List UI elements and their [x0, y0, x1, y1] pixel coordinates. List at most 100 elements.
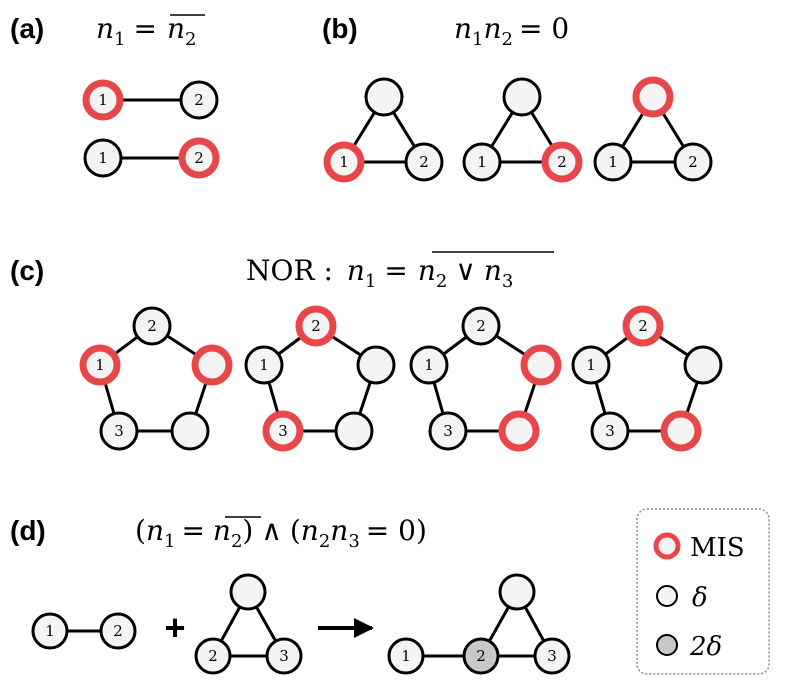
- panel-c-pentagon-2-node-bottom-right: [334, 411, 374, 451]
- panel-a-top-node-1-circle: [82, 79, 124, 121]
- legend-mis-icon: [653, 532, 681, 560]
- panel-c-pentagon-2-node-right: [356, 345, 396, 385]
- panel-c-pentagon-3-node-1-circle: [409, 345, 449, 385]
- panel-a-bottom-node-2-label: 2: [194, 149, 204, 167]
- panel-c-pentagon-1-node-3-label: 3: [114, 422, 124, 440]
- panel-d-triangle-node-3: 3: [265, 637, 303, 675]
- panel-c-pentagon-4-node-1-label: 1: [586, 356, 596, 374]
- panel-c-pentagon-1-node-3: 3: [99, 411, 139, 451]
- panel-c-pentagon-1-node-2-label: 2: [147, 317, 157, 335]
- panel-c-pentagon-1-node-bottom-right: [170, 411, 210, 451]
- panel-a-top-node-2-circle: [179, 80, 219, 120]
- panel-c-pentagon-3-node-right: [520, 344, 562, 386]
- panel-c-pentagon-3-node-3-circle: [428, 411, 468, 451]
- panel-c-pentagon-3-node-bottom-right-circle: [498, 410, 540, 452]
- panel-c-pentagon-4-node-1: 1: [571, 345, 611, 385]
- legend-delta-label: δ: [692, 583, 708, 613]
- panel-c-pentagon-4-node-right-circle: [683, 345, 723, 385]
- panel-c-pentagon-4-node-right: [683, 345, 723, 385]
- panel-c-pentagon-4-node-bottom-right: [660, 410, 702, 452]
- panel-a-bottom-node-1-label: 1: [98, 149, 108, 167]
- panel-d-merged-node-2-circle: [462, 637, 500, 675]
- panel-c-pentagon-2-node-right-circle: [356, 345, 396, 385]
- panel-b-triangle-2-node-top: [502, 77, 542, 117]
- panel-a-top-node-1: 1: [82, 79, 124, 121]
- panel-b-triangle-2-node-2-circle: [541, 141, 583, 183]
- panel-b-triangle-2-node-top-circle: [502, 77, 542, 117]
- panel-c-pentagon-2-node-1-circle: [244, 345, 284, 385]
- panel-b-triangle-1-node-2: 2: [404, 142, 444, 182]
- panel-c-pentagon-4-node-1-circle: [571, 345, 611, 385]
- panel-b-triangle-1-node-top-circle: [364, 77, 404, 117]
- panel-b-triangle-2-node-1: 1: [462, 142, 502, 182]
- panel-c-pentagon-1-node-1: 1: [79, 344, 121, 386]
- legend-2delta-icon: [656, 634, 678, 656]
- panel-c-pentagon-1-node-1-circle: [79, 344, 121, 386]
- panel-c-pentagon-4-node-3-label: 3: [605, 422, 615, 440]
- panel-c-pentagon-4-node-2-circle: [622, 305, 664, 347]
- panel-b-triangle-1-node-1-label: 1: [339, 153, 349, 171]
- panel-c-pentagon-1-node-1-label: 1: [95, 356, 105, 374]
- panel-b-triangle-2-node-2-label: 2: [557, 153, 567, 171]
- panel-b-triangle-1-node-1: 1: [323, 141, 365, 183]
- panel-b-triangle-1-node-2-circle: [404, 142, 444, 182]
- panel-c-pentagon-2-node-1: 1: [244, 345, 284, 385]
- panel-b-label: (b): [322, 13, 358, 44]
- panel-d-triangle-node-2: 2: [194, 637, 232, 675]
- panel-d-triangle-node-3-circle: [265, 637, 303, 675]
- panel-c-pentagon-1-node-right-circle: [191, 344, 233, 386]
- panel-a-top-node-1-label: 1: [98, 91, 108, 109]
- panel-d-merged-node-top: [498, 573, 536, 611]
- legend: MIS δ 2δ: [636, 508, 770, 675]
- panel-b-triangle-3-node-2: 2: [673, 142, 713, 182]
- panel-c-pentagon-4-node-2: 2: [622, 305, 664, 347]
- panel-a-top-node-2-label: 2: [194, 91, 204, 109]
- panel-b-triangle-2-node-1-circle: [462, 142, 502, 182]
- panel-a-bottom-node-2: 2: [178, 137, 220, 179]
- panel-d-triangle-node-2-label: 2: [208, 647, 218, 665]
- panel-b-triangle-2-node-2: 2: [541, 141, 583, 183]
- panel-c-pentagon-3-node-2-label: 2: [476, 317, 486, 335]
- panel-c-pentagon-2-node-2-circle: [295, 305, 337, 347]
- panel-d-pair-node-2: 2: [99, 612, 137, 650]
- legend-delta-icon: [656, 585, 678, 607]
- panel-c-pentagon-1-node-right: [191, 344, 233, 386]
- panel-b-triangle-3-node-top: [632, 76, 674, 118]
- panel-b-equation: n1n2= 0: [454, 12, 569, 50]
- panel-c-pentagon-1-node-2-circle: [132, 306, 172, 346]
- panel-c-pentagon-2-node-1-label: 1: [259, 356, 269, 374]
- panel-c-pentagon-3-node-bottom-right: [498, 410, 540, 452]
- panel-b-triangle-3-node-top-circle: [632, 76, 674, 118]
- panel-d-merged-node-3-circle: [533, 637, 571, 675]
- panel-c-pentagon-4-node-bottom-right-circle: [660, 410, 702, 452]
- panel-a-label: (a): [10, 13, 44, 44]
- panel-c-pentagon-4-node-3-circle: [590, 411, 630, 451]
- panel-c-pentagon-3-node-3-label: 3: [443, 422, 453, 440]
- panel-c-pentagon-2-node-bottom-right-circle: [334, 411, 374, 451]
- panel-b-triangle-3-node-1-label: 1: [608, 153, 618, 171]
- panel-d-pair-node-1-circle: [31, 612, 69, 650]
- panel-c-pentagon-1-node-3-circle: [99, 411, 139, 451]
- panel-b-triangle-1-node-top: [364, 77, 404, 117]
- plus-sign: +: [164, 607, 185, 648]
- panel-d-merged-node-3: 3: [533, 637, 571, 675]
- panel-b-triangle-3-node-1: 1: [593, 142, 633, 182]
- panel-d-triangle-node-3-label: 3: [279, 647, 289, 665]
- panel-d-label: (d): [10, 515, 46, 546]
- panel-a-bottom-node-1-circle: [83, 138, 123, 178]
- panel-d-pair-node-2-circle: [99, 612, 137, 650]
- panel-a-bottom-node-1: 1: [83, 138, 123, 178]
- panel-d-merged-node-1-circle: [387, 637, 425, 675]
- panel-b-triangle-3-node-1-circle: [593, 142, 633, 182]
- panel-d-equation: (n1=n2)∧(n2n3= 0): [135, 514, 427, 552]
- panel-d-merged-node-1: 1: [387, 637, 425, 675]
- panel-b-triangle-1-node-2-label: 2: [419, 153, 429, 171]
- panel-c-pentagon-1-node-bottom-right-circle: [170, 411, 210, 451]
- panel-b-triangle-2-node-1-label: 1: [477, 153, 487, 171]
- panel-a-bottom-node-2-circle: [178, 137, 220, 179]
- panel-a-top-node-2: 2: [179, 80, 219, 120]
- panel-d-pair-node-2-label: 2: [113, 622, 123, 640]
- panel-c-pentagon-4-node-3: 3: [590, 411, 630, 451]
